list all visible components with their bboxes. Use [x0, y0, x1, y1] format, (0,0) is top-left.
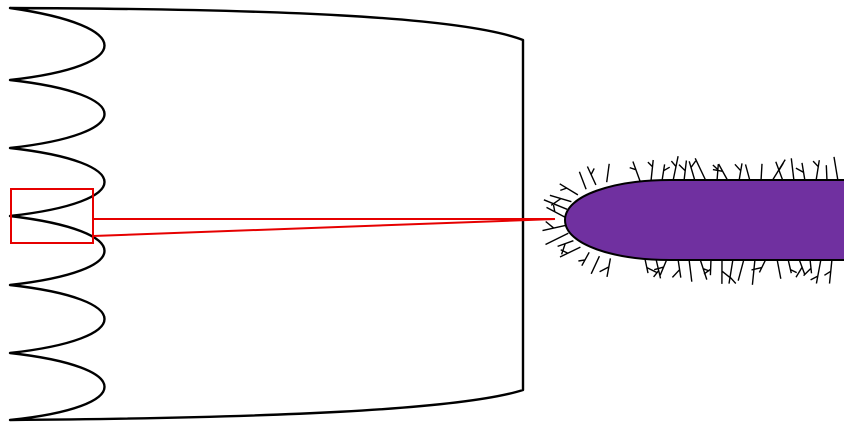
- hair: [738, 259, 744, 281]
- hair: [729, 259, 736, 284]
- hair: [791, 158, 794, 181]
- hair: [689, 259, 692, 282]
- hair: [543, 222, 566, 231]
- hair: [607, 164, 610, 182]
- hair: [671, 156, 678, 181]
- hair: [672, 259, 680, 278]
- hair: [722, 259, 730, 284]
- hair: [811, 259, 821, 284]
- hair: [560, 184, 578, 195]
- hair: [713, 164, 718, 181]
- callout-line-lower: [93, 219, 555, 236]
- hair: [777, 259, 781, 279]
- hair: [813, 160, 819, 181]
- hair: [579, 172, 586, 190]
- hair: [679, 161, 686, 182]
- hair: [761, 164, 762, 181]
- hair: [550, 195, 572, 205]
- hair: [648, 160, 653, 181]
- hair: [645, 259, 657, 273]
- hair: [834, 157, 838, 181]
- hair: [695, 158, 706, 181]
- callout-box: [11, 189, 93, 243]
- purple-body: [565, 180, 844, 260]
- hair: [587, 167, 596, 185]
- hair: [796, 259, 805, 277]
- hair: [746, 164, 751, 181]
- hair: [796, 163, 805, 181]
- hair: [600, 258, 611, 277]
- hair: [689, 161, 696, 181]
- hair: [662, 164, 670, 181]
- hair: [704, 259, 711, 275]
- hair: [546, 233, 569, 244]
- hair: [776, 162, 784, 181]
- hair: [591, 256, 599, 274]
- hair: [788, 259, 797, 273]
- hair: [824, 259, 832, 284]
- hair: [700, 259, 709, 280]
- container-outline: [10, 8, 523, 420]
- hair: [578, 252, 589, 265]
- hair: [752, 259, 755, 285]
- hair: [826, 165, 827, 181]
- hair: [735, 163, 742, 181]
- hair: [630, 162, 640, 182]
